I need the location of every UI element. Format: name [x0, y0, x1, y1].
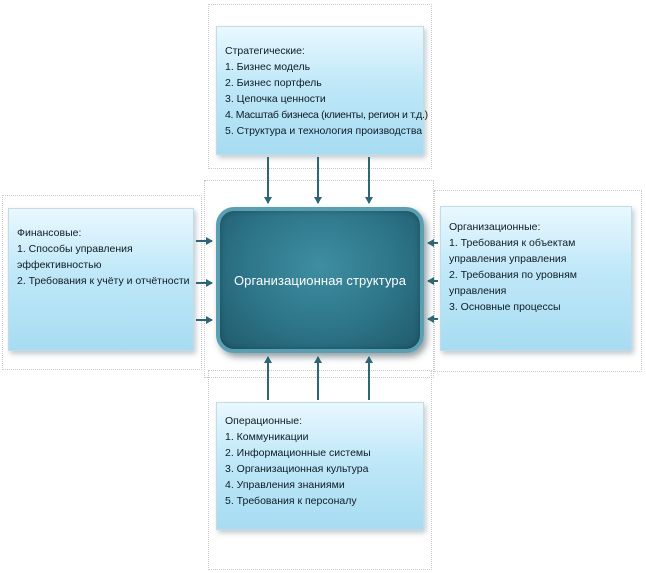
strategic-item: 1. Бизнес модель	[225, 61, 311, 73]
operational-list: 1. Коммуникации 2. Информационные систем…	[225, 429, 415, 509]
operational-item: 2. Информационные системы	[225, 447, 371, 459]
strategic-item: 4. Масштаб бизнеса (клиенты, регион и т.…	[225, 109, 428, 121]
organizational-list: 1. Требования к объектам управления упра…	[449, 235, 623, 315]
organizational-heading: Организационные:	[449, 221, 541, 233]
strategic-list: 1. Бизнес модель 2. Бизнес портфель 3. Ц…	[225, 59, 428, 139]
operational-item: 1. Коммуникации	[225, 431, 309, 443]
financial-item: 2. Требования к учёту и отчётности	[17, 275, 190, 287]
org-structure-center-node: Организационная структура	[216, 207, 424, 353]
financial-heading: Финансовые:	[17, 227, 82, 239]
operational-factors-box: Операционные: 1. Коммуникации 2. Информа…	[216, 402, 424, 530]
operational-item: 5. Требования к персоналу	[225, 495, 357, 507]
center-label: Организационная структура	[233, 272, 407, 288]
organizational-factors-box: Организационные: 1. Требования к объекта…	[440, 206, 632, 351]
organizational-item: 3. Основные процессы	[449, 301, 561, 313]
financial-list: 1. Способы управления эффективностью 2. …	[17, 241, 190, 289]
operational-item: 3. Организационная культура	[225, 463, 369, 475]
strategic-item: 3. Цепочка ценности	[225, 93, 326, 105]
operational-heading: Операционные:	[225, 415, 302, 427]
bottom-guide-frame	[208, 370, 432, 570]
organizational-item: 1. Требования к объектам управления упра…	[449, 237, 576, 265]
top-guide-frame	[208, 4, 432, 169]
strategic-item: 2. Бизнес портфель	[225, 77, 322, 89]
organizational-item: 2. Требования по уровням управления	[449, 269, 578, 297]
strategic-heading: Стратегические:	[225, 45, 305, 57]
operational-item: 4. Управления знаниями	[225, 479, 345, 491]
strategic-factors-box: Стратегические: 1. Бизнес модель 2. Бизн…	[216, 26, 428, 155]
financial-factors-box: Финансовые: 1. Способы управления эффект…	[8, 208, 194, 351]
strategic-item: 5. Структура и технология производства	[225, 125, 423, 137]
financial-item: 1. Способы управления эффективностью	[17, 243, 133, 271]
